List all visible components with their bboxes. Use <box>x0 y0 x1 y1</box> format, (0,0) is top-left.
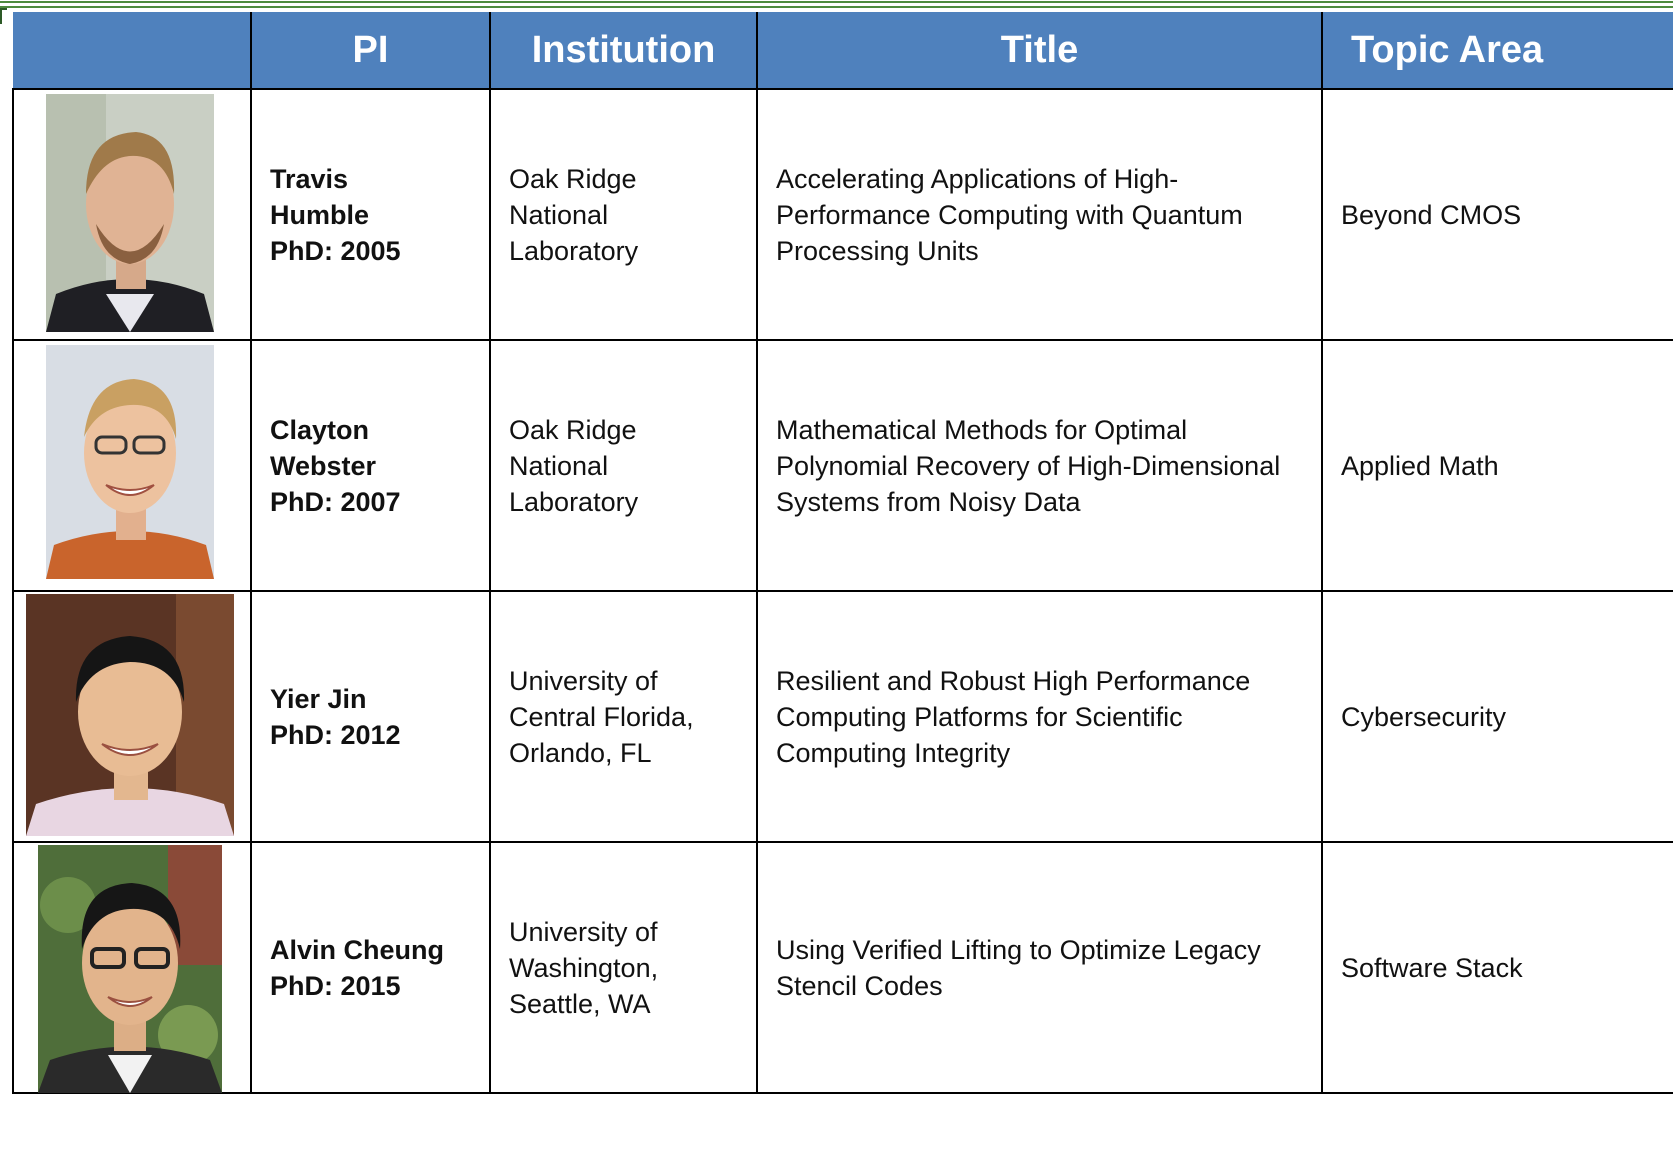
topic-cell: Beyond CMOS <box>1321 88 1673 341</box>
rule-line-top <box>0 1 1673 3</box>
title-cell: Mathematical Methods for Optimal Polynom… <box>756 339 1323 592</box>
table-row: Clayton Webster PhD: 2007 Oak Ridge Nati… <box>12 339 1673 592</box>
table-row: Yier Jin PhD: 2012 University of Central… <box>12 590 1673 843</box>
table-row: Travis Humble PhD: 2005 Oak Ridge Nation… <box>12 88 1673 341</box>
pi-phd-year: PhD: 2007 <box>270 486 401 517</box>
pi-name: Alvin Cheung <box>270 934 444 965</box>
corner-mark <box>0 8 7 24</box>
pi-cell: Travis Humble PhD: 2005 <box>250 88 491 341</box>
pi-phd-year: PhD: 2005 <box>270 235 401 266</box>
title-cell: Using Verified Lifting to Optimize Legac… <box>756 841 1323 1094</box>
photo-cell <box>12 590 252 843</box>
header-title: Title <box>756 12 1323 89</box>
person-photo-icon <box>46 345 214 579</box>
person-photo-icon <box>26 594 234 836</box>
topic-cell: Software Stack <box>1321 841 1673 1094</box>
institution-cell: University of Washington, Seattle, WA <box>489 841 758 1094</box>
header-pi: PI <box>250 12 491 89</box>
title-cell: Resilient and Robust High Performance Co… <box>756 590 1323 843</box>
institution-cell: Oak Ridge National Laboratory <box>489 88 758 341</box>
header-institution: Institution <box>489 12 758 89</box>
person-photo-icon <box>38 845 222 1093</box>
header-photo <box>13 12 252 89</box>
pi-last-name: Webster <box>270 450 377 481</box>
photo-cell <box>12 841 252 1094</box>
pi-first-name: Travis <box>270 163 349 194</box>
top-decorative-rule <box>0 0 1673 12</box>
title-cell: Accelerating Applications of High-Perfor… <box>756 88 1323 341</box>
photo-cell <box>12 339 252 592</box>
photo-cell <box>12 88 252 341</box>
pi-cell: Yier Jin PhD: 2012 <box>250 590 491 843</box>
awardee-table: PI Institution Title Topic Area <box>12 12 1673 1094</box>
header-row: PI Institution Title Topic Area <box>13 12 1673 89</box>
header-topic-area: Topic Area <box>1321 12 1673 89</box>
topic-cell: Applied Math <box>1321 339 1673 592</box>
pi-phd-year: PhD: 2012 <box>270 719 401 750</box>
pi-name: Yier Jin <box>270 683 367 714</box>
pi-cell: Clayton Webster PhD: 2007 <box>250 339 491 592</box>
institution-cell: University of Central Florida, Orlando, … <box>489 590 758 843</box>
rule-line-bottom <box>0 6 1673 8</box>
pi-first-name: Clayton <box>270 414 370 445</box>
pi-cell: Alvin Cheung PhD: 2015 <box>250 841 491 1094</box>
pi-phd-year: PhD: 2015 <box>270 970 401 1001</box>
institution-cell: Oak Ridge National Laboratory <box>489 339 758 592</box>
pi-last-name: Humble <box>270 199 370 230</box>
person-photo-icon <box>46 94 214 332</box>
topic-cell: Cybersecurity <box>1321 590 1673 843</box>
table-row: Alvin Cheung PhD: 2015 University of Was… <box>12 841 1673 1094</box>
